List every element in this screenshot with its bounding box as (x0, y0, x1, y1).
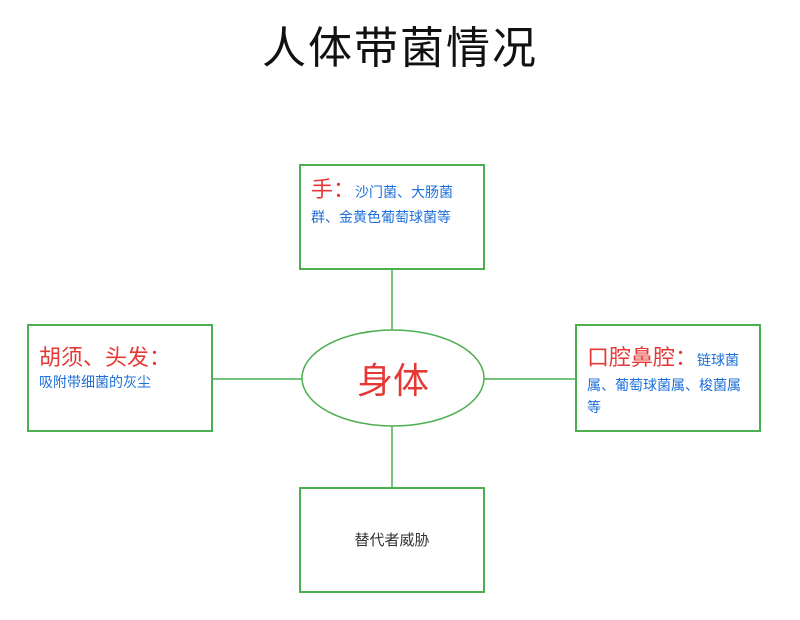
page-title: 人体带菌情况 (262, 23, 538, 74)
node-mouth-nose-desc: 链球菌属、葡萄球菌属、梭菌属等 (587, 353, 741, 416)
node-hands-desc: 沙门菌、大肠菌群、金黄色葡萄球菌等 (311, 185, 454, 226)
node-hands: 手：沙门菌、大肠菌群、金黄色葡萄球菌等 (299, 164, 485, 270)
node-mouth-nose-label: 口腔鼻腔： (587, 346, 698, 371)
node-substitute-text: 替代者威胁 (354, 530, 430, 549)
center-label: 身体 (356, 361, 429, 402)
node-beard-hair-label: 胡须、头发： (39, 346, 172, 371)
node-beard-hair: 胡须、头发： 吸附带细菌的灰尘 (27, 324, 213, 432)
node-hands-label: 手： (311, 178, 356, 203)
node-beard-hair-desc: 吸附带细菌的灰尘 (39, 374, 151, 391)
node-mouth-nose: 口腔鼻腔：链球菌属、葡萄球菌属、梭菌属等 (575, 324, 761, 432)
node-substitute: 替代者威胁 (299, 487, 485, 593)
center-ellipse (301, 329, 485, 427)
